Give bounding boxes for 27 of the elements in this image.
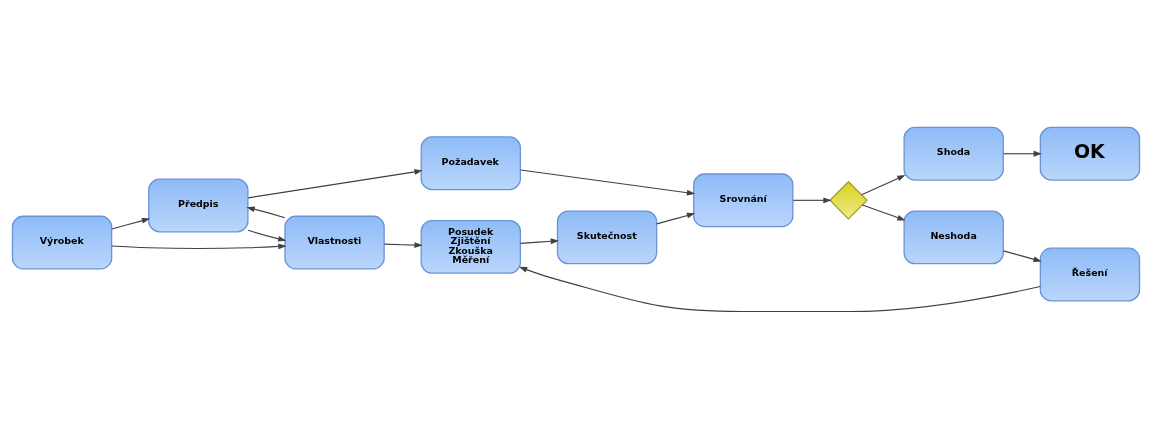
arrow: [861, 175, 906, 196]
arrow: [111, 217, 151, 230]
node-box: Řešení: [1039, 247, 1141, 302]
node-box: Posudek Zjištění Zkouška Měření: [420, 219, 522, 274]
arrow: [246, 206, 286, 219]
node-box: Srovnání: [693, 173, 794, 228]
node-box: Výrobek: [11, 215, 113, 270]
arrow: [656, 212, 696, 225]
arrow: [1002, 150, 1042, 157]
node-box: OK: [1039, 126, 1141, 181]
arrow: [247, 229, 287, 242]
arrow: [861, 204, 906, 221]
arrow: [792, 197, 832, 204]
node-diamond: [829, 180, 868, 220]
arrow: [520, 238, 559, 245]
node-box: Požadavek: [420, 136, 522, 191]
node-box: Neshoda: [903, 210, 1004, 265]
arrow: [111, 243, 287, 250]
arrow: [1002, 250, 1042, 263]
arrow: [520, 169, 696, 196]
node-box: Předpis: [148, 178, 249, 233]
arrow: [247, 169, 423, 199]
node-box: Shoda: [903, 126, 1004, 181]
arrow: [519, 266, 1041, 313]
arrow: [383, 242, 423, 248]
node-box: Skutečnost: [556, 210, 658, 265]
node-box: Vlastnosti: [284, 215, 385, 270]
